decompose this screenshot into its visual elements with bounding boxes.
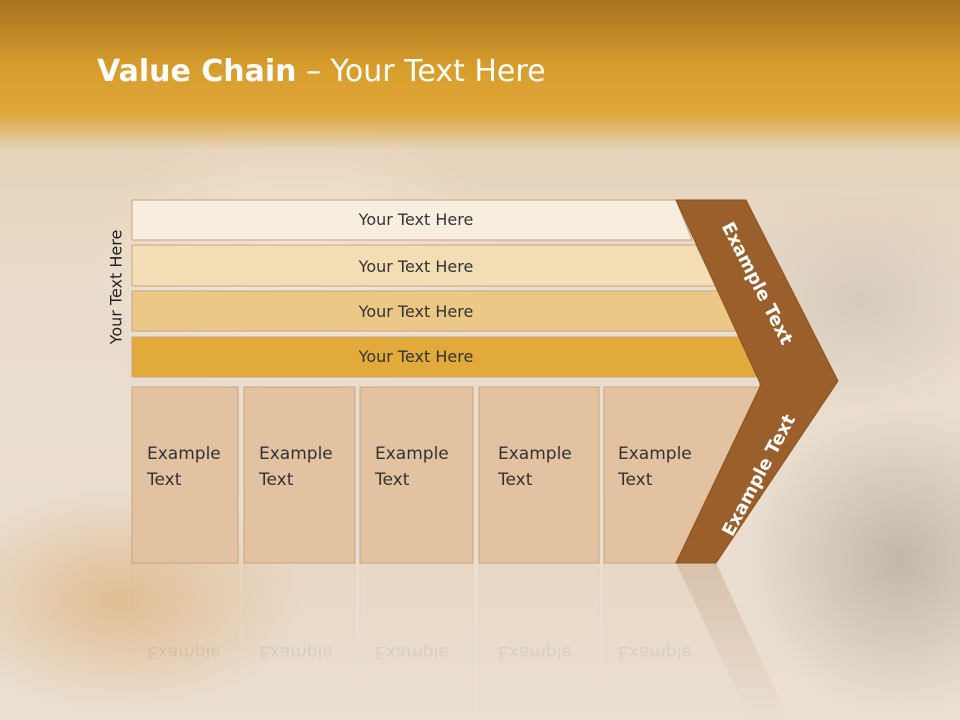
margin-chevron-shape — [675, 199, 839, 564]
primary-column-1-line1: Example — [147, 444, 221, 464]
primary-column-2 — [243, 386, 356, 564]
reflection-chevron — [676, 563, 790, 720]
primary-column-3-line1: Example — [375, 444, 449, 464]
slide-title-rest: – Your Text Here — [296, 54, 546, 89]
support-bar-2-label: Your Text Here — [358, 257, 474, 276]
primary-column-5-line1: Example — [618, 444, 692, 464]
reflection-column-4 — [478, 562, 600, 720]
primary-column-4-line2: Text — [497, 470, 533, 490]
primary-column-3 — [359, 386, 474, 564]
primary-column-2-line1: Example — [259, 444, 333, 464]
diagram-reflection: Example Example Example Example Example — [131, 562, 790, 720]
reflection-text-3: Example — [375, 642, 449, 662]
reflection-column-1 — [131, 562, 239, 720]
primary-column-4-line1: Example — [498, 444, 572, 464]
support-bar-4-label: Your Text Here — [358, 347, 474, 366]
support-bars: Your Text Here Your Text Here Your Text … — [131, 199, 763, 378]
support-bar-1-label: Your Text Here — [358, 210, 474, 229]
header-band — [0, 0, 960, 150]
support-bar-3-label: Your Text Here — [358, 302, 474, 321]
primary-column-1 — [131, 386, 239, 564]
primary-column-4 — [478, 386, 600, 564]
reflection-column-3 — [359, 562, 474, 720]
reflection-text-1: Example — [147, 642, 221, 662]
primary-columns: Example Text Example Text Example Text E… — [131, 386, 761, 564]
primary-column-3-line2: Text — [374, 470, 410, 490]
slide-title-bold: Value Chain — [97, 54, 297, 89]
reflection-text-4: Example — [498, 642, 572, 662]
reflection-text-2: Example — [259, 642, 333, 662]
reflection-column-2 — [243, 562, 356, 720]
slide-title: Value Chain – Your Text Here — [97, 54, 546, 89]
primary-column-1-line2: Text — [146, 470, 182, 490]
reflection-text-5: Example — [618, 642, 692, 662]
support-bar-1 — [131, 199, 693, 241]
primary-column-5-line2: Text — [617, 470, 653, 490]
primary-column-2-line2: Text — [258, 470, 294, 490]
